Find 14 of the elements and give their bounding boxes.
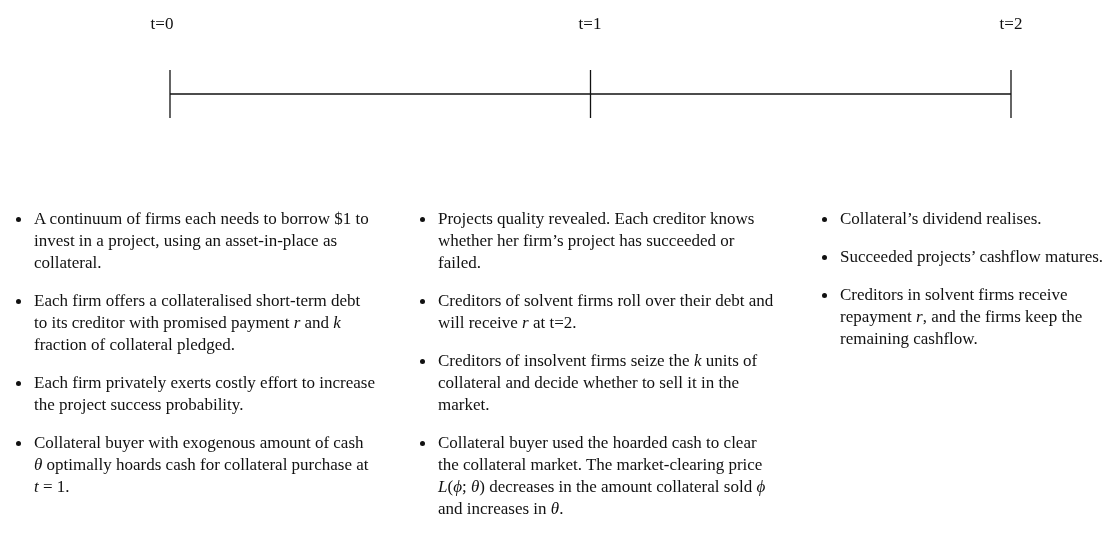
event-description: Each firm offers a collateralised short-term debt to its creditor with promised payment r and k fraction of collateral pledged. [34,290,362,356]
time-label: t=0 [150,14,174,34]
event-description: Projects quality revealed. Each creditor knows whether her firm’s project has succeeded or failed. [438,208,756,274]
event-description: Creditors in solvent firms receive repayment r, and the firms keep the remaining cashflow. [840,284,1084,350]
event-description: Each firm privately exerts costly effort to increase the project success probability. [34,372,376,416]
event-description: Succeeded projects’ cashflow matures. [840,246,1104,268]
event-description: A continuum of firms each needs to borrow $1 to invest in a project, using an asset-in-place as collateral. [34,208,370,274]
event-description: Creditors of solvent firms roll over their debt and will receive r at t=2. [438,290,774,334]
event-description: Collateral buyer with exogenous amount of cash θ optimally hoards cash for collateral purchase at t = 1. [34,432,370,498]
event-description: Creditors of insolvent firms seize the k units of collateral and decide whether to sell it in the market. [438,350,759,416]
time-label: t=2 [999,14,1023,34]
event-description: Collateral’s dividend realises. [840,208,1043,230]
time-label: t=1 [578,14,602,34]
event-description: Collateral buyer used the hoarded cash to clear the collateral market. The market-clearing price L(ϕ; θ) decreases in the amount collateral sold ϕ and increases in θ. [438,432,767,520]
